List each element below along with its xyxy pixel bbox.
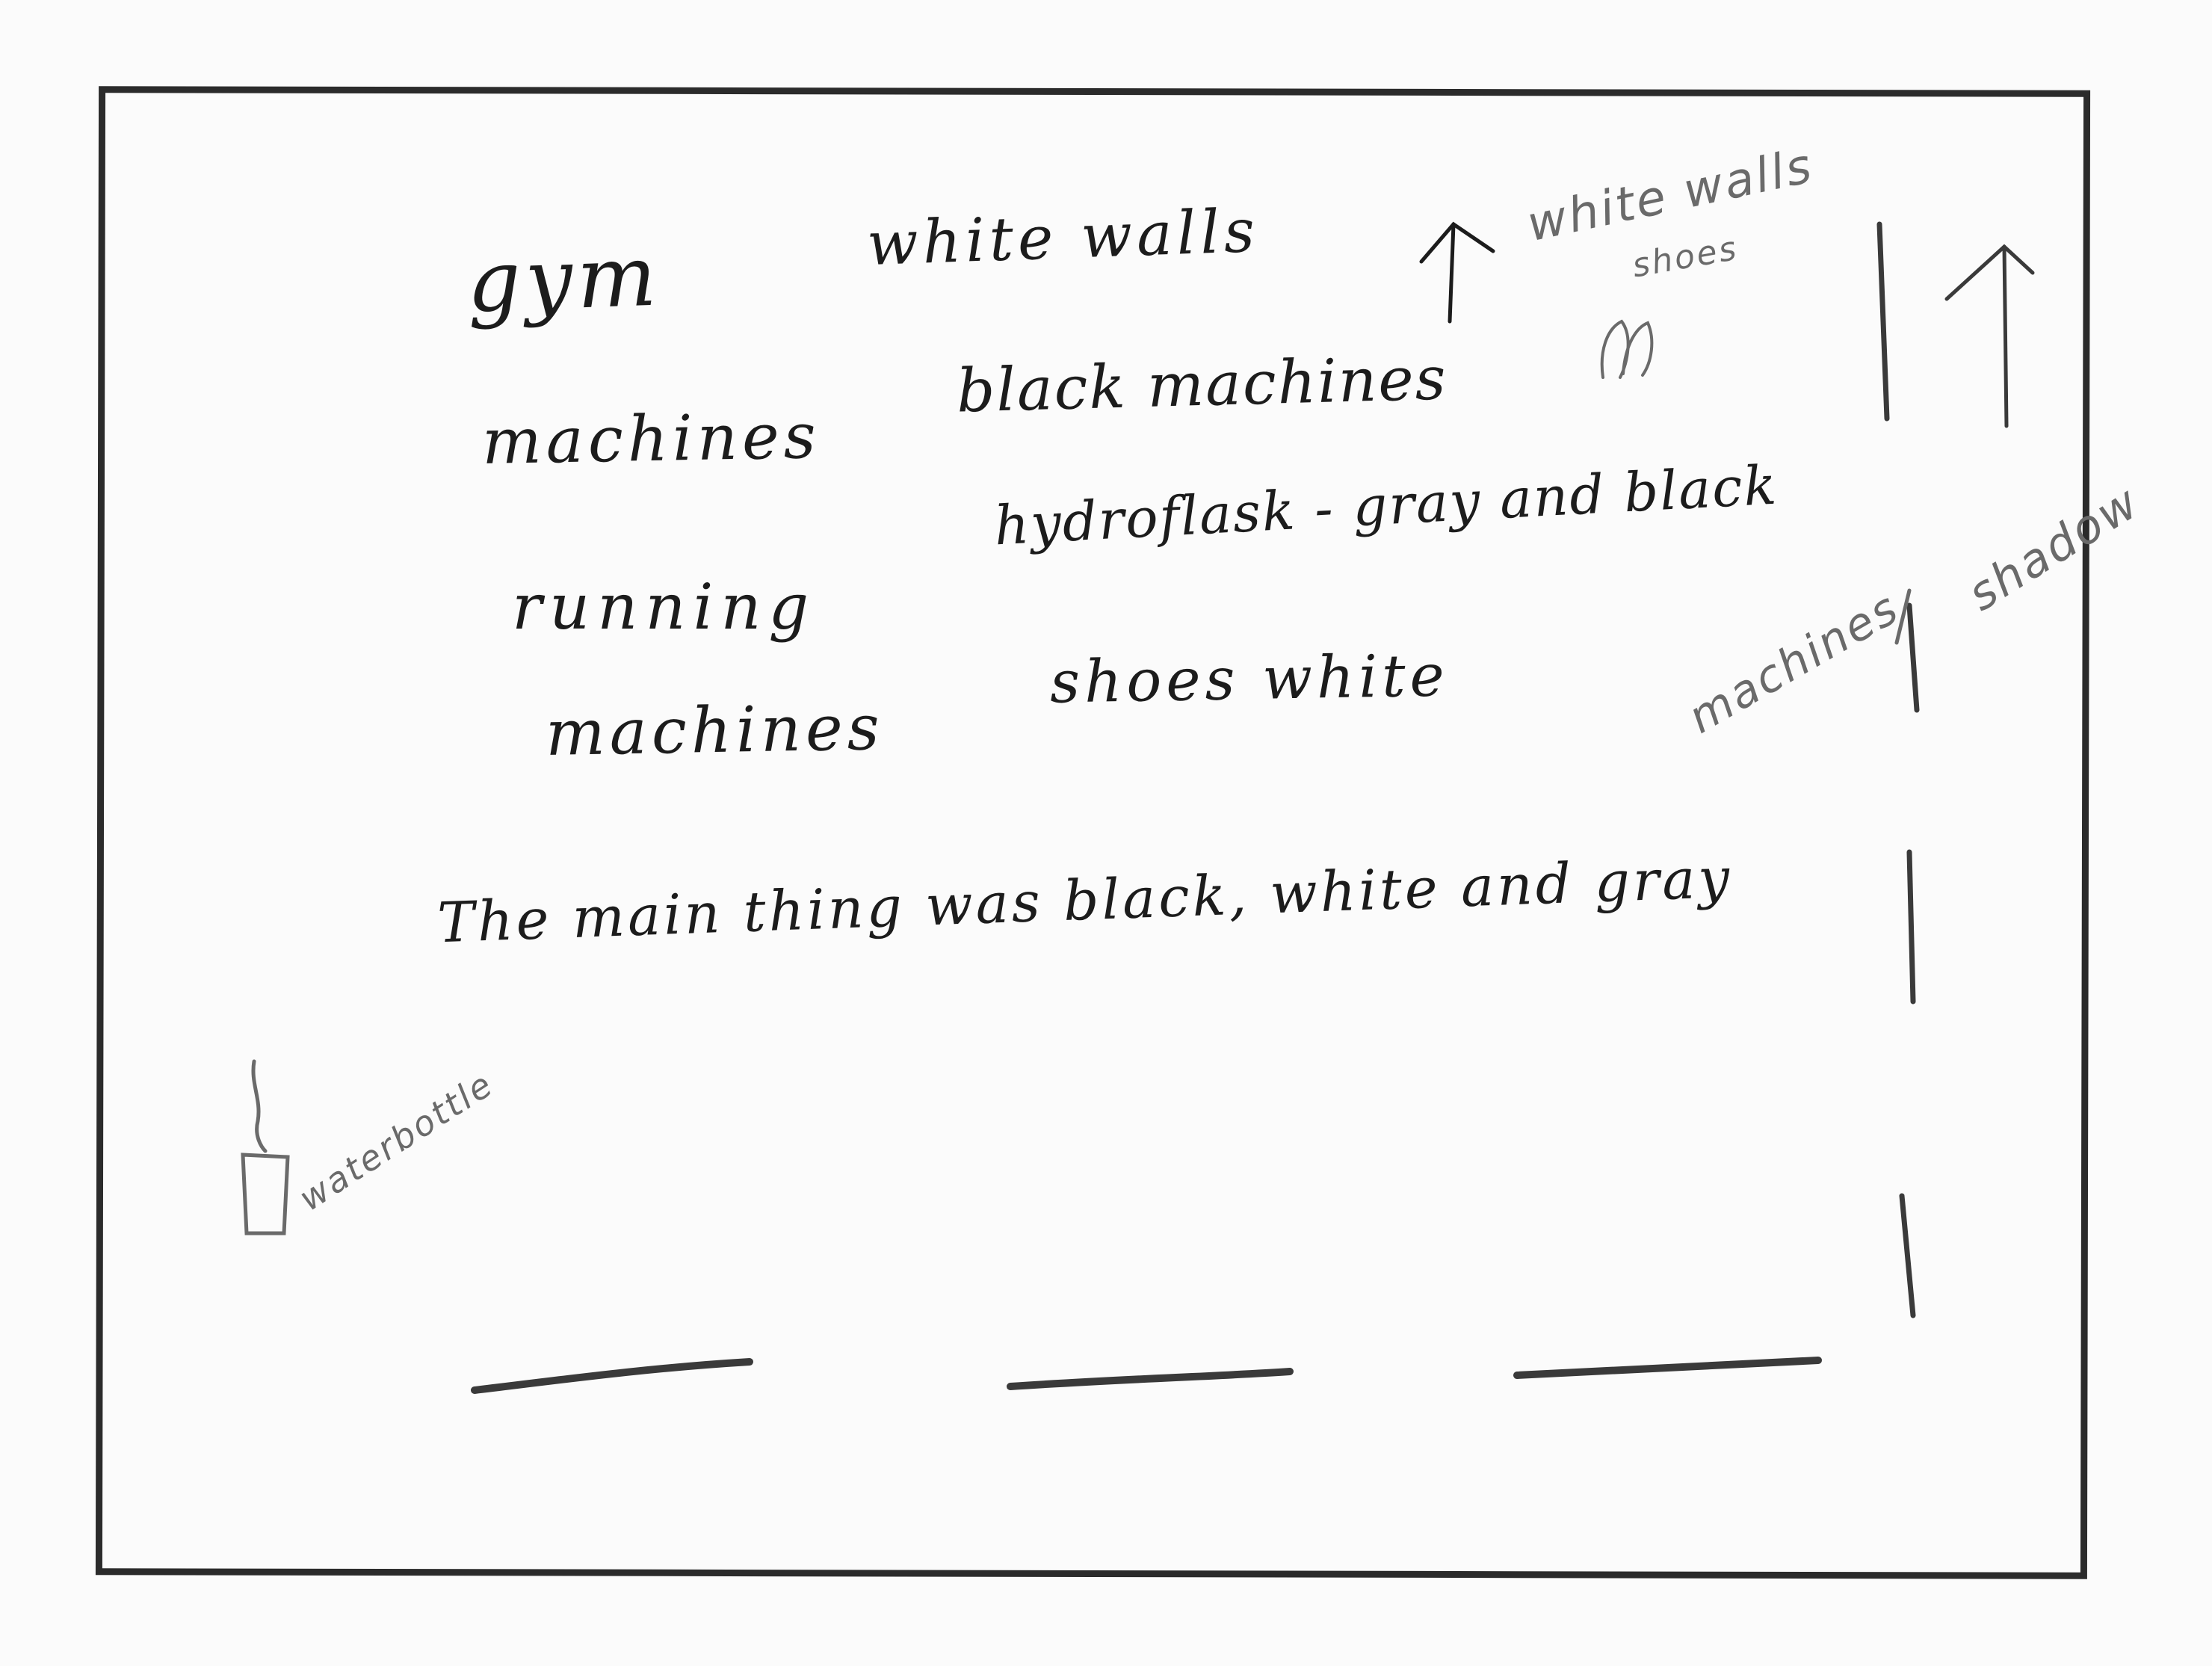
blank-line-3 xyxy=(1513,1357,1822,1379)
up-arrow-icon xyxy=(1419,221,1495,324)
shoes-icon xyxy=(1600,319,1654,379)
slash-divider xyxy=(1894,588,1912,645)
margin-divider-strokes xyxy=(1876,221,1920,1318)
blank-line-1 xyxy=(471,1358,753,1394)
note-running: running xyxy=(512,570,817,644)
blank-lines xyxy=(471,1357,1822,1394)
blank-line-2 xyxy=(1007,1368,1294,1390)
up-arrow-icon xyxy=(1944,244,2035,428)
water-bottle-icon xyxy=(241,1059,290,1235)
